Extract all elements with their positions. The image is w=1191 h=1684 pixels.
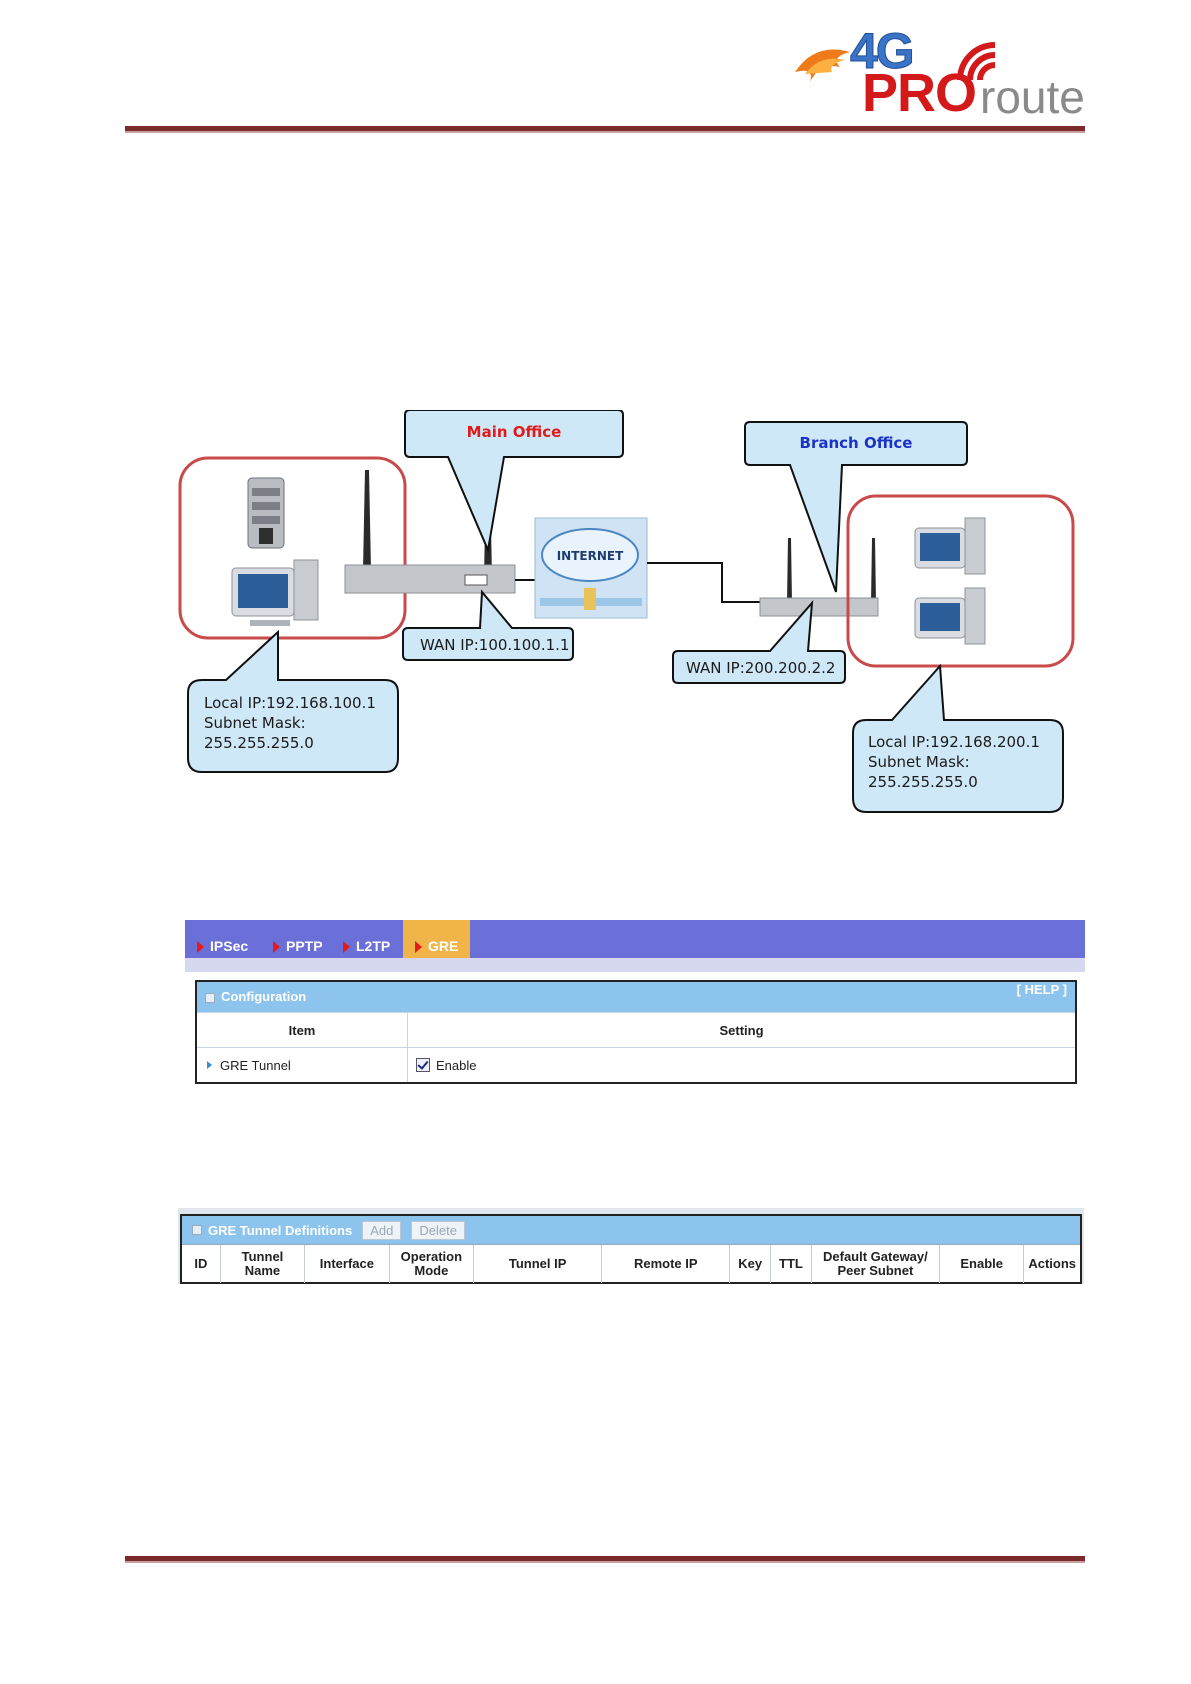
delete-button[interactable]: Delete [411,1220,465,1240]
main-lan-mask: 255.255.255.0 [204,734,314,752]
column-ttl: TTL [771,1245,812,1283]
main-wan-ip: WAN IP:100.100.1.1 [420,636,569,654]
gre-enable-checkbox[interactable] [416,1058,430,1072]
gre-enable-label: Enable [436,1057,477,1073]
column-interface: Interface [305,1245,390,1283]
branch-lan-frame [846,494,1075,668]
footer-rule [125,1556,1085,1563]
column-enable: Enable [940,1245,1025,1283]
branch-lan-mask-label: Subnet Mask: [868,753,970,771]
vpn-config-panel: IPSec PPTP L2TP GRE Configuration [ HELP… [185,920,1085,1084]
column-actions: Actions [1028,1256,1077,1271]
column-default-gateway: Default Gateway/Peer Subnet [812,1245,940,1283]
internet-label: INTERNET [557,549,624,563]
logo-pro: PRO [862,63,977,123]
computer-icon-branch-1 [914,517,986,575]
computer-icon-branch-2 [914,587,986,645]
tab-gre[interactable]: GRE [403,920,471,958]
collapse-icon[interactable] [192,1225,202,1235]
header-rule [125,126,1085,133]
main-lan-ip: Local IP:192.168.100.1 [204,694,376,712]
logo-4g: 4G [850,23,916,80]
internet-cloud [534,517,648,619]
branch-lan-mask: 255.255.255.0 [868,773,978,791]
branch-lan-ip: Local IP:192.168.200.1 [868,733,1040,751]
tab-pptp[interactable]: PPTP [273,934,323,958]
column-id: ID [182,1245,221,1283]
gre-tunnel-label: GRE Tunnel [220,1057,291,1073]
brand-logo: 4G PRO route [790,22,1085,123]
add-button[interactable]: Add [362,1220,402,1240]
network-diagram: INTERNET Main Office Branch Office WAN I… [178,410,1075,813]
main-lan-frame [178,456,407,640]
computer-icon-main [231,559,319,626]
main-office-label: Main Office [467,423,562,441]
tab-ipsec[interactable]: IPSec [197,934,248,958]
column-remote-ip: Remote IP [602,1245,731,1283]
gre-definitions-title: GRE Tunnel Definitions [208,1222,353,1238]
branch-office-label: Branch Office [800,434,913,452]
router-branch [759,538,879,617]
help-link[interactable]: [ HELP ] [1016,982,1067,997]
table-row: GRE Tunnel Enable [197,1047,1075,1082]
gre-definitions-table: GRE Tunnel Definitions Add Delete ID Tun… [180,1214,1082,1284]
bullet-icon [207,1061,212,1069]
column-key: Key [730,1245,772,1283]
configuration-header: Configuration [ HELP ] [197,982,1075,1012]
vpn-tab-bar: IPSec PPTP L2TP GRE [185,920,1085,958]
gre-definitions-header: GRE Tunnel Definitions Add Delete [182,1216,1080,1244]
tab-bar-underline [185,958,1085,972]
main-lan-mask-label: Subnet Mask: [204,714,306,732]
collapse-icon[interactable] [205,992,215,1003]
gre-definitions-panel: GRE Tunnel Definitions Add Delete ID Tun… [178,1208,1084,1284]
table-header-row: Item Setting [197,1012,1075,1047]
column-setting: Setting [719,1022,764,1038]
column-item: Item [197,1013,408,1047]
logo-route: route [980,71,1085,123]
flame-icon [795,49,850,82]
configuration-table: Configuration [ HELP ] Item Setting GRE … [195,980,1077,1084]
server-icon [247,477,285,549]
tab-l2tp[interactable]: L2TP [343,934,390,958]
wifi-signal-icon [957,42,996,81]
branch-wan-ip: WAN IP:200.200.2.2 [686,659,835,677]
column-tunnel-ip: Tunnel IP [474,1245,603,1283]
